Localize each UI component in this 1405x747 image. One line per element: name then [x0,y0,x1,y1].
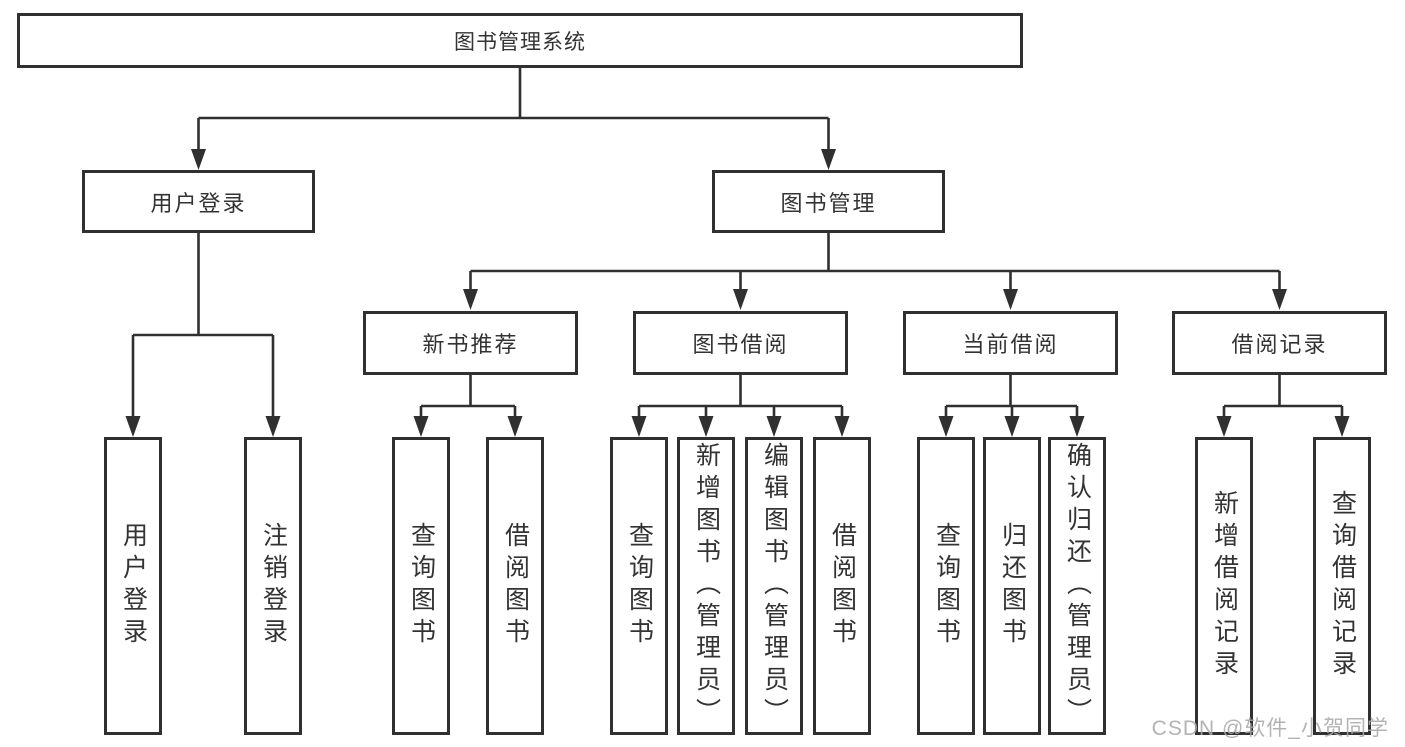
node-label: 借阅记录 [1231,332,1328,357]
node-book-borrowing: 图书借阅 [633,311,848,375]
node-label: 查询图书 [932,522,961,650]
leaf-add-book-admin: 新增图书（管理员） [677,437,735,735]
node-new-book-recommendation: 新书推荐 [363,311,578,375]
leaf-recommend-query-books: 查询图书 [392,437,450,735]
node-label: 查询图书 [407,522,436,650]
node-label: 编辑图书（管理员） [760,442,789,730]
node-user-login: 用户登录 [82,170,315,233]
node-label: 查询图书 [625,522,654,650]
node-label: 用户登录 [150,190,247,216]
leaf-current-query-books: 查询图书 [917,437,975,735]
leaf-user-login: 用户登录 [104,437,162,735]
node-label: 新增借阅记录 [1210,490,1239,682]
node-root: 图书管理系统 [17,13,1023,68]
leaf-query-borrow-record: 查询借阅记录 [1313,437,1371,735]
node-label: 新书推荐 [422,332,519,357]
watermark: CSDN @软件_小贺同学 [1151,717,1389,740]
node-label: 查询借阅记录 [1328,490,1357,682]
node-label: 用户登录 [119,522,148,650]
node-label: 注销登录 [259,522,288,650]
node-label: 借阅图书 [501,522,530,650]
leaf-borrowing-borrow-books: 借阅图书 [813,437,871,735]
node-label: 借阅图书 [828,522,857,650]
node-label: 图书借阅 [692,332,789,357]
leaf-edit-book-admin: 编辑图书（管理员） [745,437,803,735]
leaf-borrowing-query-books: 查询图书 [610,437,668,735]
node-label: 确认归还（管理员） [1063,442,1092,730]
node-label: 图书管理 [780,190,877,216]
leaf-recommend-borrow-books: 借阅图书 [486,437,544,735]
node-borrowing-records: 借阅记录 [1172,311,1387,375]
node-current-borrowing: 当前借阅 [903,311,1118,375]
leaf-add-borrow-record: 新增借阅记录 [1195,437,1253,735]
node-label: 当前借阅 [962,332,1059,357]
leaf-logout: 注销登录 [244,437,302,735]
node-label: 归还图书 [998,522,1027,650]
leaf-return-books: 归还图书 [983,437,1041,735]
node-label: 新增图书（管理员） [692,442,721,730]
arrowhead-icons [125,149,1350,437]
leaf-confirm-return-admin: 确认归还（管理员） [1048,437,1106,735]
connector-segments [131,68,1344,419]
node-book-management: 图书管理 [712,170,945,233]
node-label: 图书管理系统 [454,30,586,54]
